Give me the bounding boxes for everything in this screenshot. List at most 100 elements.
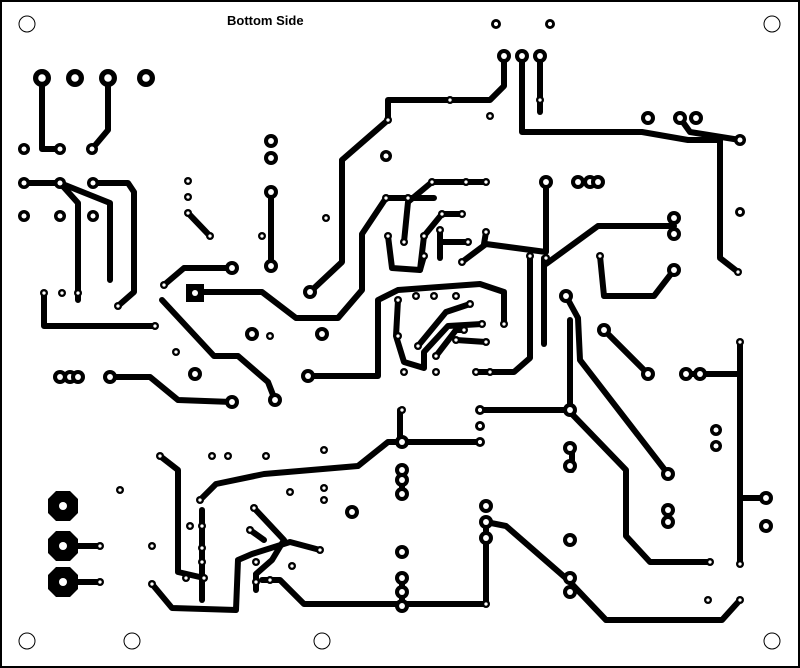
trace [519,53,741,275]
pad-hole [665,471,671,477]
pad-hole [683,371,689,377]
via-pad [245,327,259,341]
pad-hole [763,495,769,501]
via-pad [436,226,444,234]
pad-hole [543,179,549,185]
pad-hole [118,488,122,492]
pad-hole [763,523,769,529]
via-pad [472,368,480,376]
trace [41,290,158,329]
via-pad [710,424,722,436]
pad-hole [544,256,548,260]
pad-hole [150,544,154,548]
pad-hole [645,371,651,377]
pad-hole [59,578,67,586]
via-pad [103,370,117,384]
via-pad [432,352,440,360]
pad-hole [713,443,719,449]
via-pad [53,370,67,384]
via-pad [395,571,409,585]
via-pad [264,259,278,273]
mounting-holes [18,15,781,650]
via-pad [264,185,278,199]
pad-hole [90,213,96,219]
via-pad [246,526,254,534]
via-pad [398,406,406,414]
pad-hole [226,454,230,458]
pad-hole [736,270,740,274]
via-pad [395,463,409,477]
trace [677,115,743,143]
via-pad [394,332,402,340]
pad-hole [399,491,405,497]
pad-hole [272,397,278,403]
via-pad [526,252,534,260]
trace [473,253,533,375]
via-pad [208,452,216,460]
trace [563,293,671,477]
pad-hole [208,234,212,238]
via-pad [186,522,194,530]
via-pad [475,421,485,431]
via-pad [736,560,744,568]
via-pad [148,542,156,550]
via-pad [87,177,99,189]
pad-hole [537,53,543,59]
pad-hole [210,454,214,458]
pad-hole [484,230,488,234]
trace [90,180,137,309]
via-pad [533,49,547,63]
pad-hole [677,115,683,121]
pad-hole [693,115,699,121]
pad-hole [468,302,472,306]
pad-hole [142,74,150,82]
via-pad [693,367,707,381]
pad-hole [502,322,506,326]
via-pad [591,175,605,189]
via-pad [148,580,156,588]
pad-hole [57,213,63,219]
via-pad [395,545,409,559]
pad-hole [322,498,326,502]
pad-hole [448,98,452,102]
pad-hole [601,327,607,333]
copper-traces [21,53,769,623]
pad-hole [454,338,458,342]
pad-hole [477,423,483,429]
pad-hole [42,291,46,295]
pad-hole [396,298,400,302]
via-pad [497,49,511,63]
via-pad [18,177,30,189]
trace [543,223,677,267]
pad-hole [477,407,483,413]
via-pad [539,175,553,189]
pad-hole [737,209,743,215]
via-pad [96,578,104,586]
pad-hole [438,228,442,232]
pad-hole [307,289,313,295]
via-pad [395,585,409,599]
via-pad [482,600,490,608]
via-pad [404,194,412,202]
via-pad [264,151,278,165]
trace [483,519,743,623]
pad-hole [21,213,27,219]
via-pad [536,96,544,104]
pad-hole [184,576,188,580]
pad-hole [399,589,405,595]
pad-hole [198,498,202,502]
via-pad [200,574,208,582]
pad-hole [59,542,67,550]
via-pad [156,452,164,460]
pad-hole [268,138,274,144]
pad-hole [383,153,389,159]
pad-hole [38,74,46,82]
via-pad [151,322,159,330]
via-pad [184,209,192,217]
trace [601,327,651,377]
via-pad [74,289,82,297]
pad-hole [60,291,64,295]
via-pad [479,499,493,513]
via-pad [380,150,392,162]
via-pad [18,210,30,222]
